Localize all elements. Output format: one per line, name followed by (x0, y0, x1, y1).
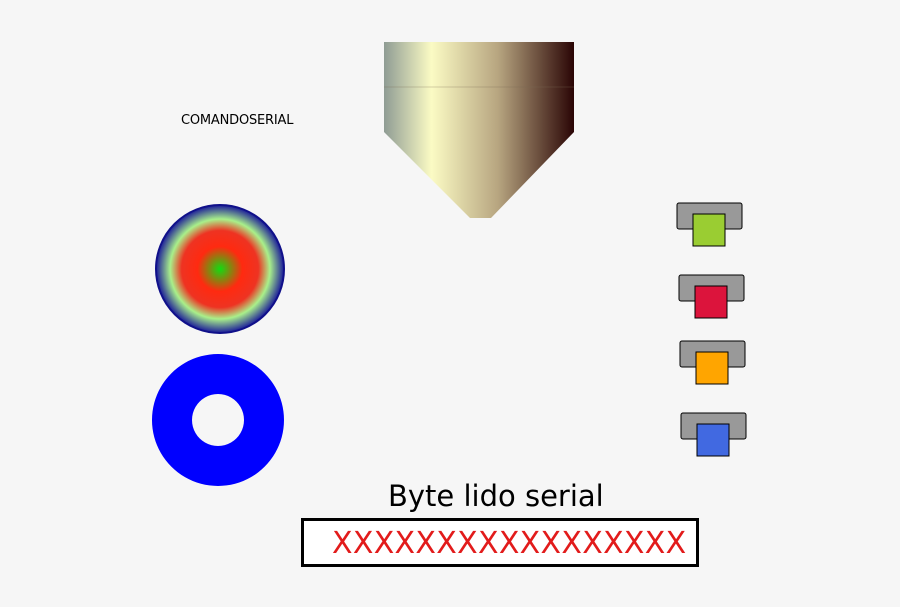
indicator-orange[interactable] (679, 340, 746, 385)
indicator-light (696, 423, 730, 457)
status-lamp (155, 204, 285, 334)
indicator-light (695, 351, 729, 385)
command-label: COMANDOSERIAL (181, 113, 294, 128)
indicator-light (694, 285, 728, 319)
indicator-blue[interactable] (680, 412, 747, 457)
byte-title: Byte lido serial (388, 479, 604, 513)
indicator-column (676, 202, 747, 457)
indicator-red[interactable] (678, 274, 745, 319)
blue-ring (151, 354, 284, 486)
hopper (384, 42, 574, 218)
indicator-green[interactable] (676, 202, 743, 247)
indicator-light (692, 213, 726, 247)
serial-value: XXXXXXXXXXXXXXXXX (332, 526, 687, 561)
serial-display: XXXXXXXXXXXXXXXXX (301, 518, 699, 567)
